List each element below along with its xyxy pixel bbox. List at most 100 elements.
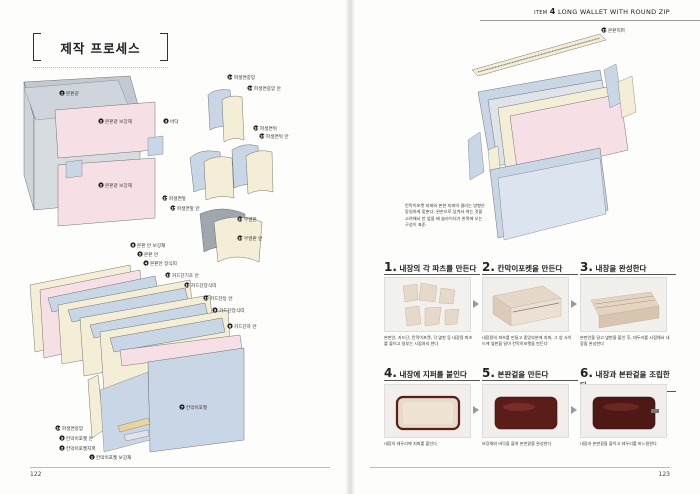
- svg-text:10: 10: [238, 217, 244, 221]
- svg-text:본판 안: 본판 안: [144, 251, 159, 258]
- arrow-1-2: [473, 300, 479, 308]
- svg-text:본판겉 보강재: 본판겉 보강재: [105, 182, 132, 189]
- item-number: 4: [549, 7, 556, 16]
- svg-text:2: 2: [61, 446, 64, 450]
- step-3-caption: 본판안을 달고 옆판을 붙인 후, 테두리를 시접해서 내장을 완성한다: [580, 335, 670, 347]
- svg-text:16: 16: [254, 126, 260, 130]
- svg-text:본판겉 보강재: 본판겉 보강재: [105, 118, 132, 125]
- item-title: LONG WALLET WITH ROUND ZIP: [557, 8, 670, 16]
- svg-text:17: 17: [602, 28, 608, 32]
- step-4-caption: 내장의 테두리에 지퍼를 붙인다: [384, 441, 437, 446]
- step-4-heading: 4. 내장에 지퍼를 붙인다: [384, 366, 480, 381]
- step-6-caption: 내장과 본판겉을 붙이고 테두리를 바느질한다: [580, 441, 657, 446]
- svg-text:본판안 장식띠: 본판안 장식띠: [150, 260, 177, 267]
- svg-text:무옆판: 무옆판: [244, 216, 257, 223]
- svg-text:3: 3: [165, 119, 168, 123]
- svg-text:카드단등 안: 카드단등 안: [210, 295, 233, 302]
- svg-text:본판지퍼: 본판지퍼: [608, 27, 625, 34]
- svg-text:파생면중앙: 파생면중앙: [234, 74, 256, 81]
- step-1-caption: 본판안, 카드단, 칸막이포켓, 각 옆판 등 내장용 파츠를 붙이고 일부는 …: [384, 335, 473, 347]
- svg-text:15: 15: [171, 206, 177, 210]
- svg-text:카드단장식띠: 카드단장식띠: [191, 282, 216, 289]
- step-5-heading: 5. 본판겉을 만든다: [482, 366, 578, 381]
- step-5-photo: [482, 384, 569, 438]
- svg-text:파생면앞: 파생면앞: [169, 195, 187, 202]
- step-4-photo: [384, 384, 471, 438]
- step-6-photo: [580, 384, 667, 438]
- svg-text:14: 14: [228, 75, 234, 79]
- svg-text:파생면뒤 안: 파생면뒤 안: [266, 133, 289, 140]
- step-2-photo: [482, 277, 569, 332]
- svg-text:칸막이포켓 보강재: 칸막이포켓 보강재: [96, 454, 131, 461]
- step-2-caption: 내장용의 파츠를 만들고 중앙부분에 지퍼, 그 양 사이드에 옆판을 달아 칸…: [482, 335, 572, 347]
- svg-text:1: 1: [91, 455, 94, 459]
- svg-text:13: 13: [166, 273, 172, 277]
- svg-text:14: 14: [56, 426, 62, 430]
- svg-text:파생면뒤: 파생면뒤: [260, 125, 277, 132]
- step-3-heading: 3. 내장을 완성한다: [580, 260, 676, 275]
- assembly-caption: 칸막이포켓 지퍼와 본판 지퍼의 결리는 방향은 동일하게 맞춘다. 왼손으로 …: [405, 203, 485, 228]
- svg-text:카드단하 안: 카드단하 안: [234, 323, 257, 330]
- right-footer-rule: [370, 467, 670, 468]
- svg-text:16: 16: [260, 134, 266, 138]
- page-title: 제작 프로세스: [60, 41, 141, 56]
- svg-text:3: 3: [61, 436, 64, 440]
- svg-text:파생면중앙: 파생면중앙: [62, 425, 84, 432]
- left-footer-rule: [30, 467, 330, 468]
- svg-text:파생면중앙 안: 파생면중앙 안: [254, 85, 282, 92]
- svg-text:15: 15: [163, 196, 169, 200]
- step-5-caption: 보강재와 바닥을 붙여 본판겉을 완성한다: [482, 441, 552, 446]
- svg-text:5: 5: [139, 252, 142, 256]
- step-1-heading: 1. 내장의 각 파츠를 만든다: [384, 260, 480, 275]
- left-page-number: 122: [30, 471, 42, 478]
- arrow-4-5: [473, 406, 479, 414]
- svg-text:4: 4: [145, 261, 148, 265]
- svg-text:바닥: 바닥: [170, 118, 179, 125]
- svg-text:카드단장식띠: 카드단장식띠: [219, 307, 244, 314]
- svg-text:8: 8: [229, 324, 232, 328]
- svg-text:카드단기초 안: 카드단기초 안: [172, 272, 200, 279]
- svg-text:1: 1: [61, 91, 64, 95]
- title-divider: [33, 67, 168, 68]
- running-header: ITEM 4 LONG WALLET WITH ROUND ZIP: [480, 7, 700, 21]
- item-label: ITEM: [534, 10, 548, 16]
- svg-text:본판 안 보강재: 본판 안 보강재: [137, 242, 165, 249]
- arrow-5-6: [571, 406, 577, 414]
- svg-text:파생면앞 안: 파생면앞 안: [177, 205, 200, 212]
- step-1-photo: [384, 277, 471, 332]
- step-2-heading: 2. 칸막이포켓을 만든다: [482, 260, 578, 275]
- svg-text:2: 2: [100, 119, 103, 123]
- svg-text:9: 9: [214, 308, 217, 312]
- svg-text:칸막이포켓지퍼: 칸막이포켓지퍼: [66, 445, 96, 452]
- svg-text:11: 11: [204, 296, 210, 300]
- svg-text:2: 2: [100, 183, 103, 187]
